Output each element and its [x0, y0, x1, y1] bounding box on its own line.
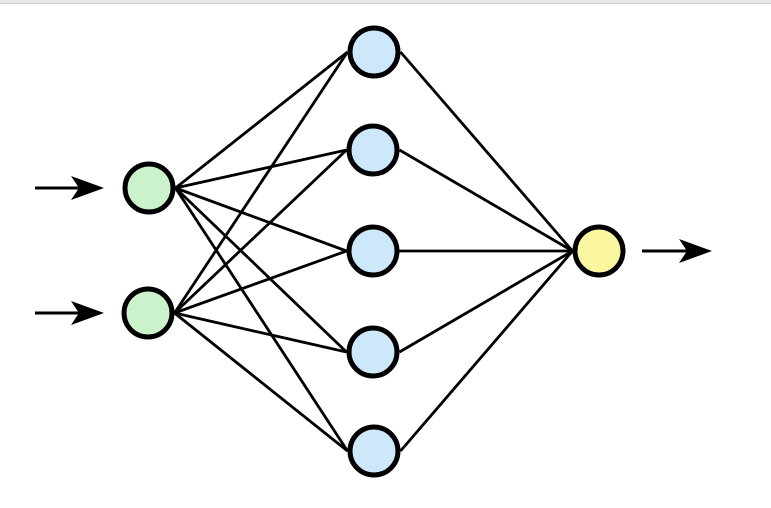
hidden-node-3: [346, 224, 400, 278]
edge-input-1-hidden-1: [174, 50, 349, 190]
edge-input-2-hidden-1: [173, 51, 349, 314]
output-node-1: [572, 224, 626, 278]
edge-input-2-hidden-5: [173, 311, 349, 453]
hidden-node-2: [346, 123, 400, 177]
hidden-node-4: [346, 325, 400, 379]
edge-hidden-1-output-1: [399, 51, 574, 252]
edge-input-2-hidden-3: [174, 249, 347, 315]
top-border-bar: [0, 0, 771, 4]
edge-input-1-hidden-3: [175, 186, 347, 253]
output-arrow-icon: [679, 239, 712, 263]
hidden-node-1: [347, 25, 401, 79]
hidden-node-5: [347, 424, 401, 478]
input-node-2: [121, 286, 175, 340]
input-arrow-1-icon: [71, 176, 104, 200]
edge-input-2-hidden-2: [173, 148, 348, 315]
edge-input-1-hidden-4: [174, 186, 348, 354]
edge-input-2-hidden-4: [174, 311, 347, 354]
edge-hidden-4-output-1: [398, 249, 574, 354]
input-node-1: [122, 161, 176, 215]
edge-hidden-5-output-1: [399, 250, 574, 452]
edge-input-1-hidden-5: [174, 187, 349, 452]
edge-hidden-2-output-1: [398, 148, 574, 253]
edge-input-1-hidden-2: [175, 148, 347, 190]
input-arrow-2-icon: [71, 301, 104, 325]
